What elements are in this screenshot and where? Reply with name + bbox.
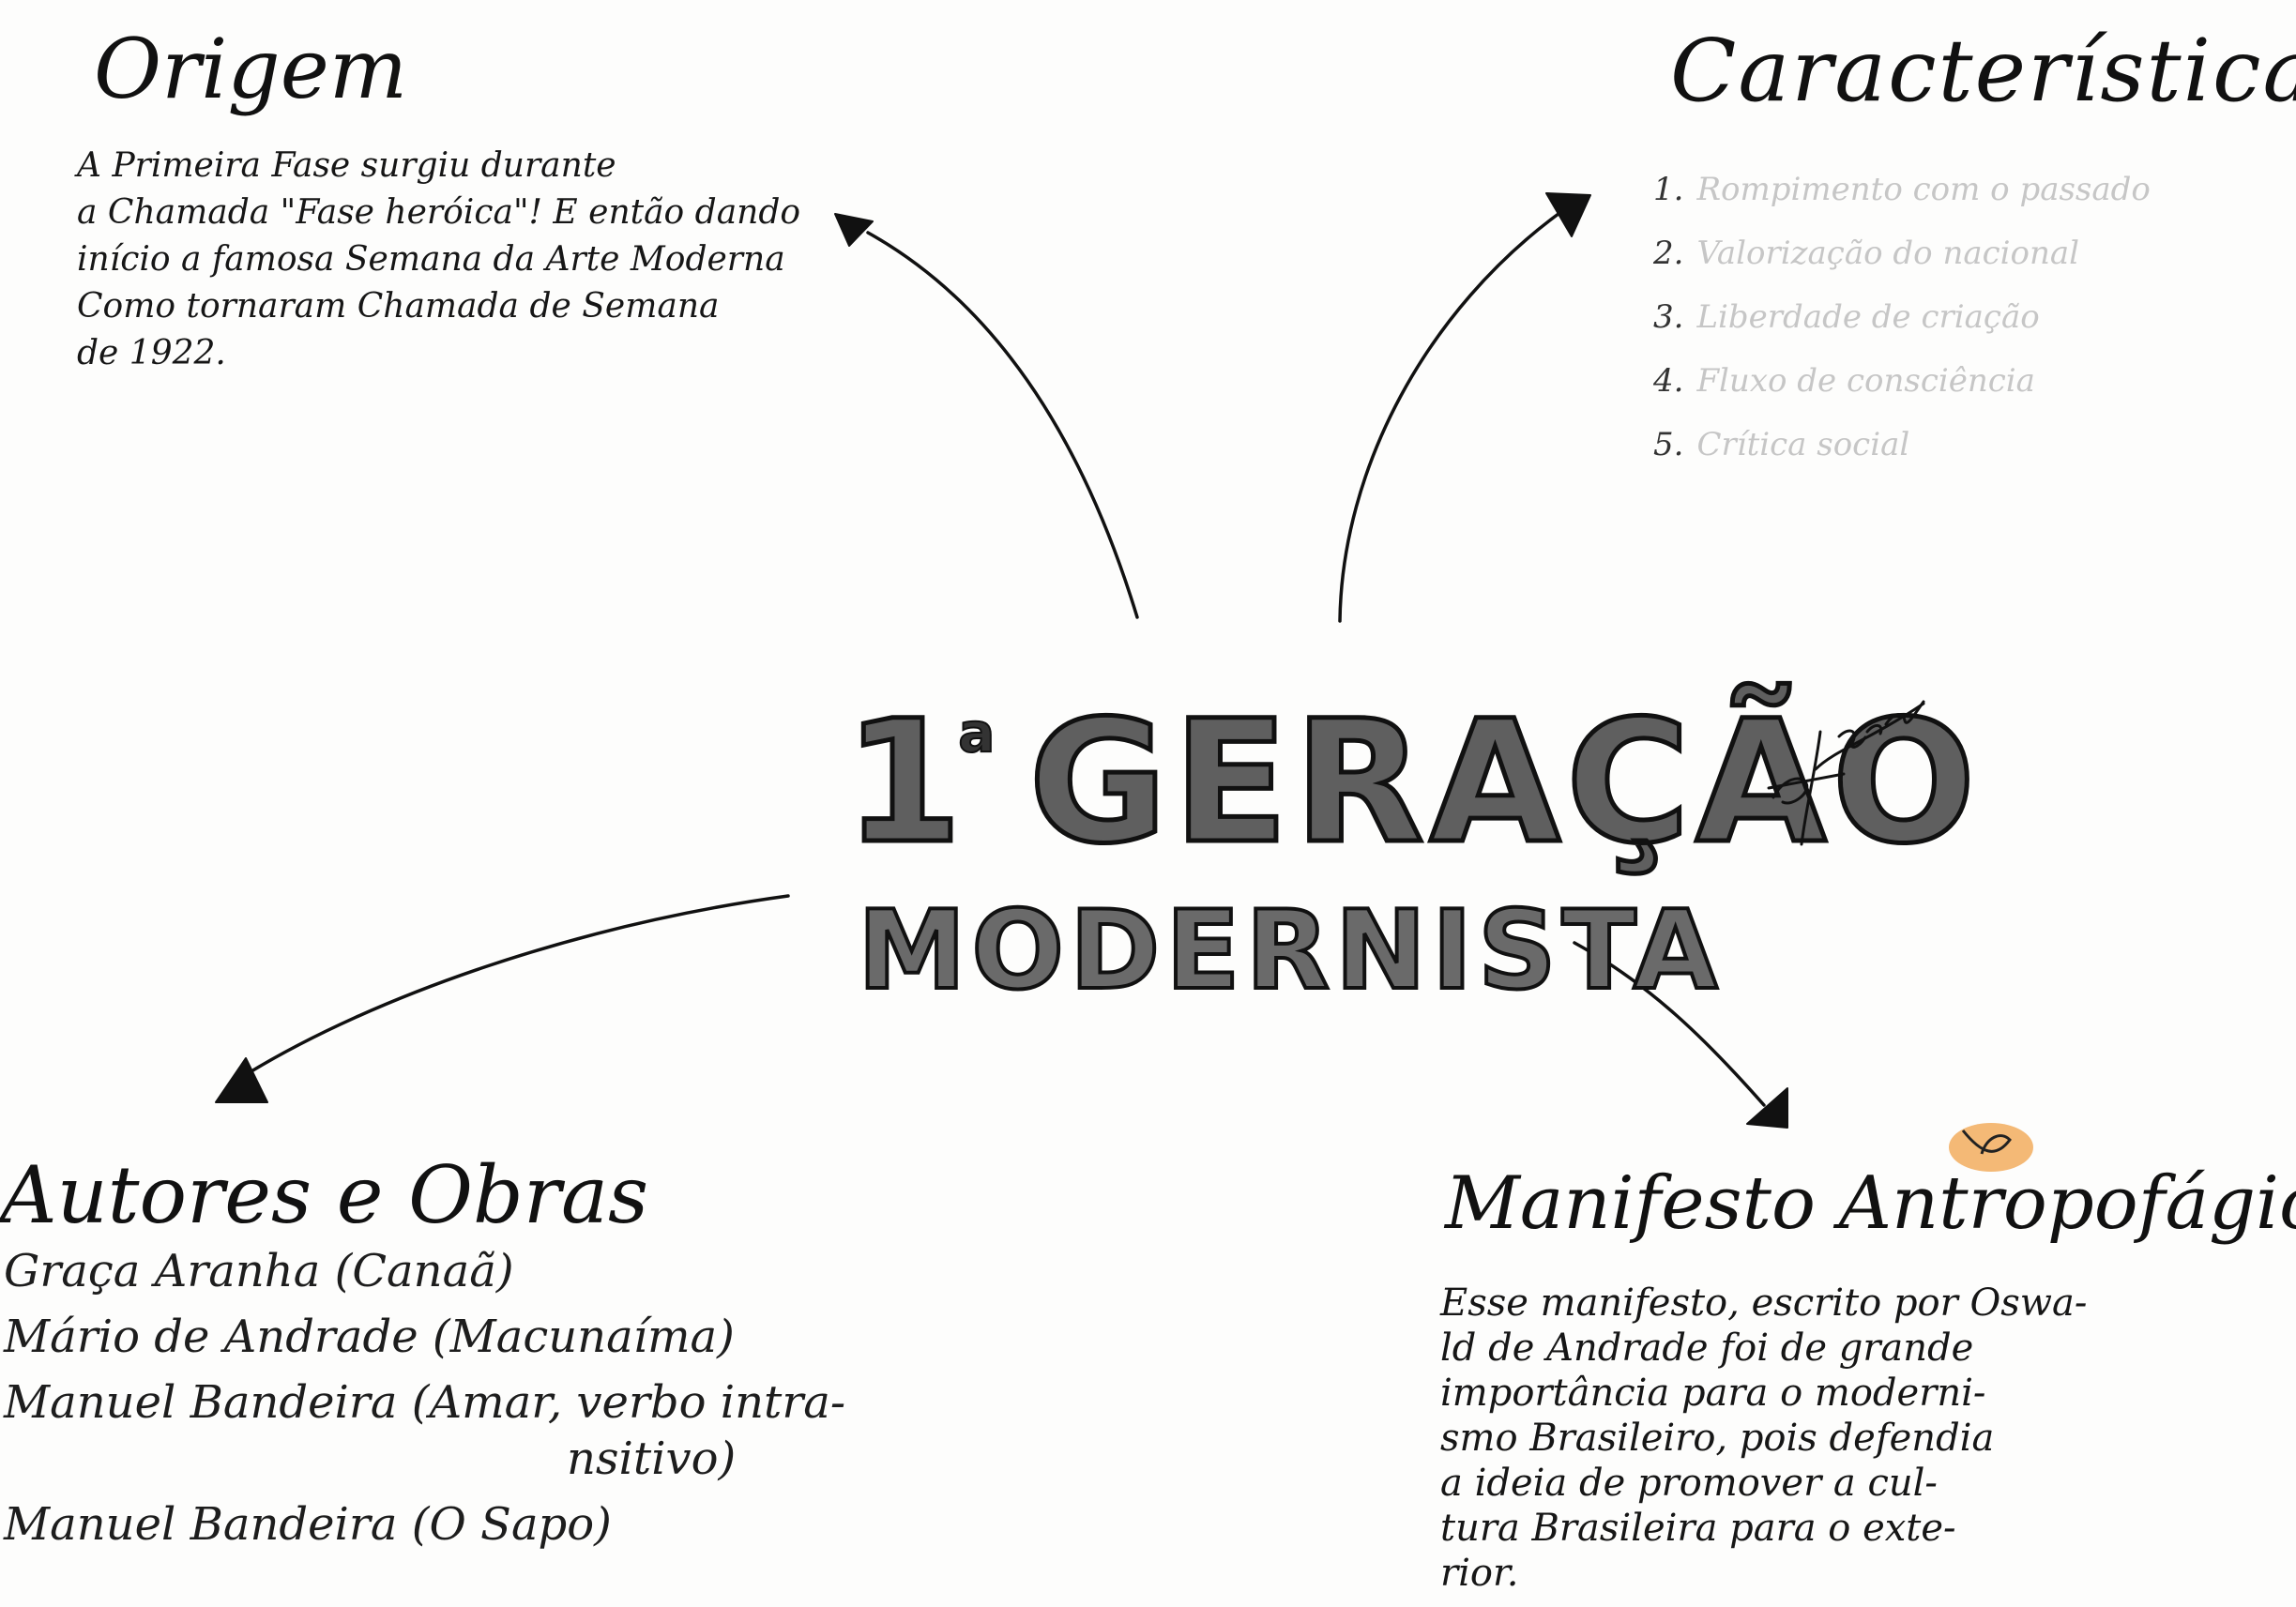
arrowhead-caracteristicas	[1545, 192, 1591, 237]
origem-text: A Primeira Fase surgiu durante a Chamada…	[77, 143, 828, 377]
manifesto-line: ld de Andrade foi de grande	[1440, 1327, 1974, 1370]
manifesto-line: Esse manifesto, escrito por Oswa-	[1440, 1281, 2088, 1325]
central-number: 1	[842, 683, 964, 884]
arrow-to-manifesto	[1573, 941, 1766, 1107]
arrow-to-origem	[866, 231, 1139, 619]
manifesto-title: Manifesto Antropofágico	[1445, 1161, 2296, 1246]
list-item: 1.Rompimento com o passado	[1653, 171, 2151, 208]
central-subtitle: MODERNISTA	[856, 886, 1724, 1016]
arrowhead-autores	[215, 1057, 268, 1103]
list-item: Manuel Bandeira (Amar, verbo intra-nsiti…	[4, 1376, 846, 1485]
manifesto-line: a ideia de promover a cul-	[1440, 1462, 1938, 1505]
list-item: Manuel Bandeira (O Sapo)	[4, 1498, 612, 1551]
arrowhead-origem	[834, 213, 874, 247]
manifesto-line: rior.	[1440, 1552, 1519, 1595]
list-item: 4.Fluxo de consciência	[1653, 362, 2035, 400]
list-item: 3.Liberdade de criação	[1653, 298, 2040, 336]
caracteristicas-title: Características	[1670, 21, 2296, 121]
origem-line: a Chamada "Fase heróica"! E então dando	[77, 193, 801, 232]
central-word: GERAÇÃO	[1026, 683, 1982, 884]
arrowhead-manifesto	[1746, 1087, 1788, 1129]
autores-list: Graça Aranha (Canaã) Mário de Andrade (M…	[4, 1243, 845, 1562]
origem-line: A Primeira Fase surgiu durante	[77, 146, 616, 185]
manifesto-text: Esse manifesto, escrito por Oswa- ld de …	[1440, 1281, 2285, 1596]
list-item: Mário de Andrade (Macunaíma)	[4, 1311, 735, 1363]
origem-title: Origem	[94, 21, 408, 117]
orange-smudge	[1949, 1123, 2033, 1172]
autores-title: Autores e Obras	[0, 1149, 649, 1241]
signature-mark	[1767, 700, 1925, 846]
origem-line: de 1922.	[77, 334, 226, 372]
arrow-to-caracteristicas	[1338, 209, 1564, 623]
list-item: Graça Aranha (Canaã)	[4, 1245, 514, 1297]
caracteristicas-list: 1.Rompimento com o passado 2.Valorização…	[1653, 158, 2151, 477]
manifesto-line: importância para o moderni-	[1440, 1372, 1986, 1415]
origem-line: início a famosa Semana da Arte Moderna	[77, 240, 785, 279]
arrow-to-autores	[240, 894, 790, 1079]
list-item: 5.Crítica social	[1653, 426, 1910, 463]
manifesto-line: smo Brasileiro, pois defendia	[1440, 1417, 1995, 1460]
manifesto-line: tura Brasileira para o exte-	[1440, 1507, 1956, 1550]
central-superscript: a	[957, 700, 996, 766]
origem-line: Como tornaram Chamada de Semana	[77, 287, 720, 326]
list-item: 2.Valorização do nacional	[1653, 235, 2080, 272]
central-title: 1a GERAÇÃO	[842, 683, 1982, 884]
